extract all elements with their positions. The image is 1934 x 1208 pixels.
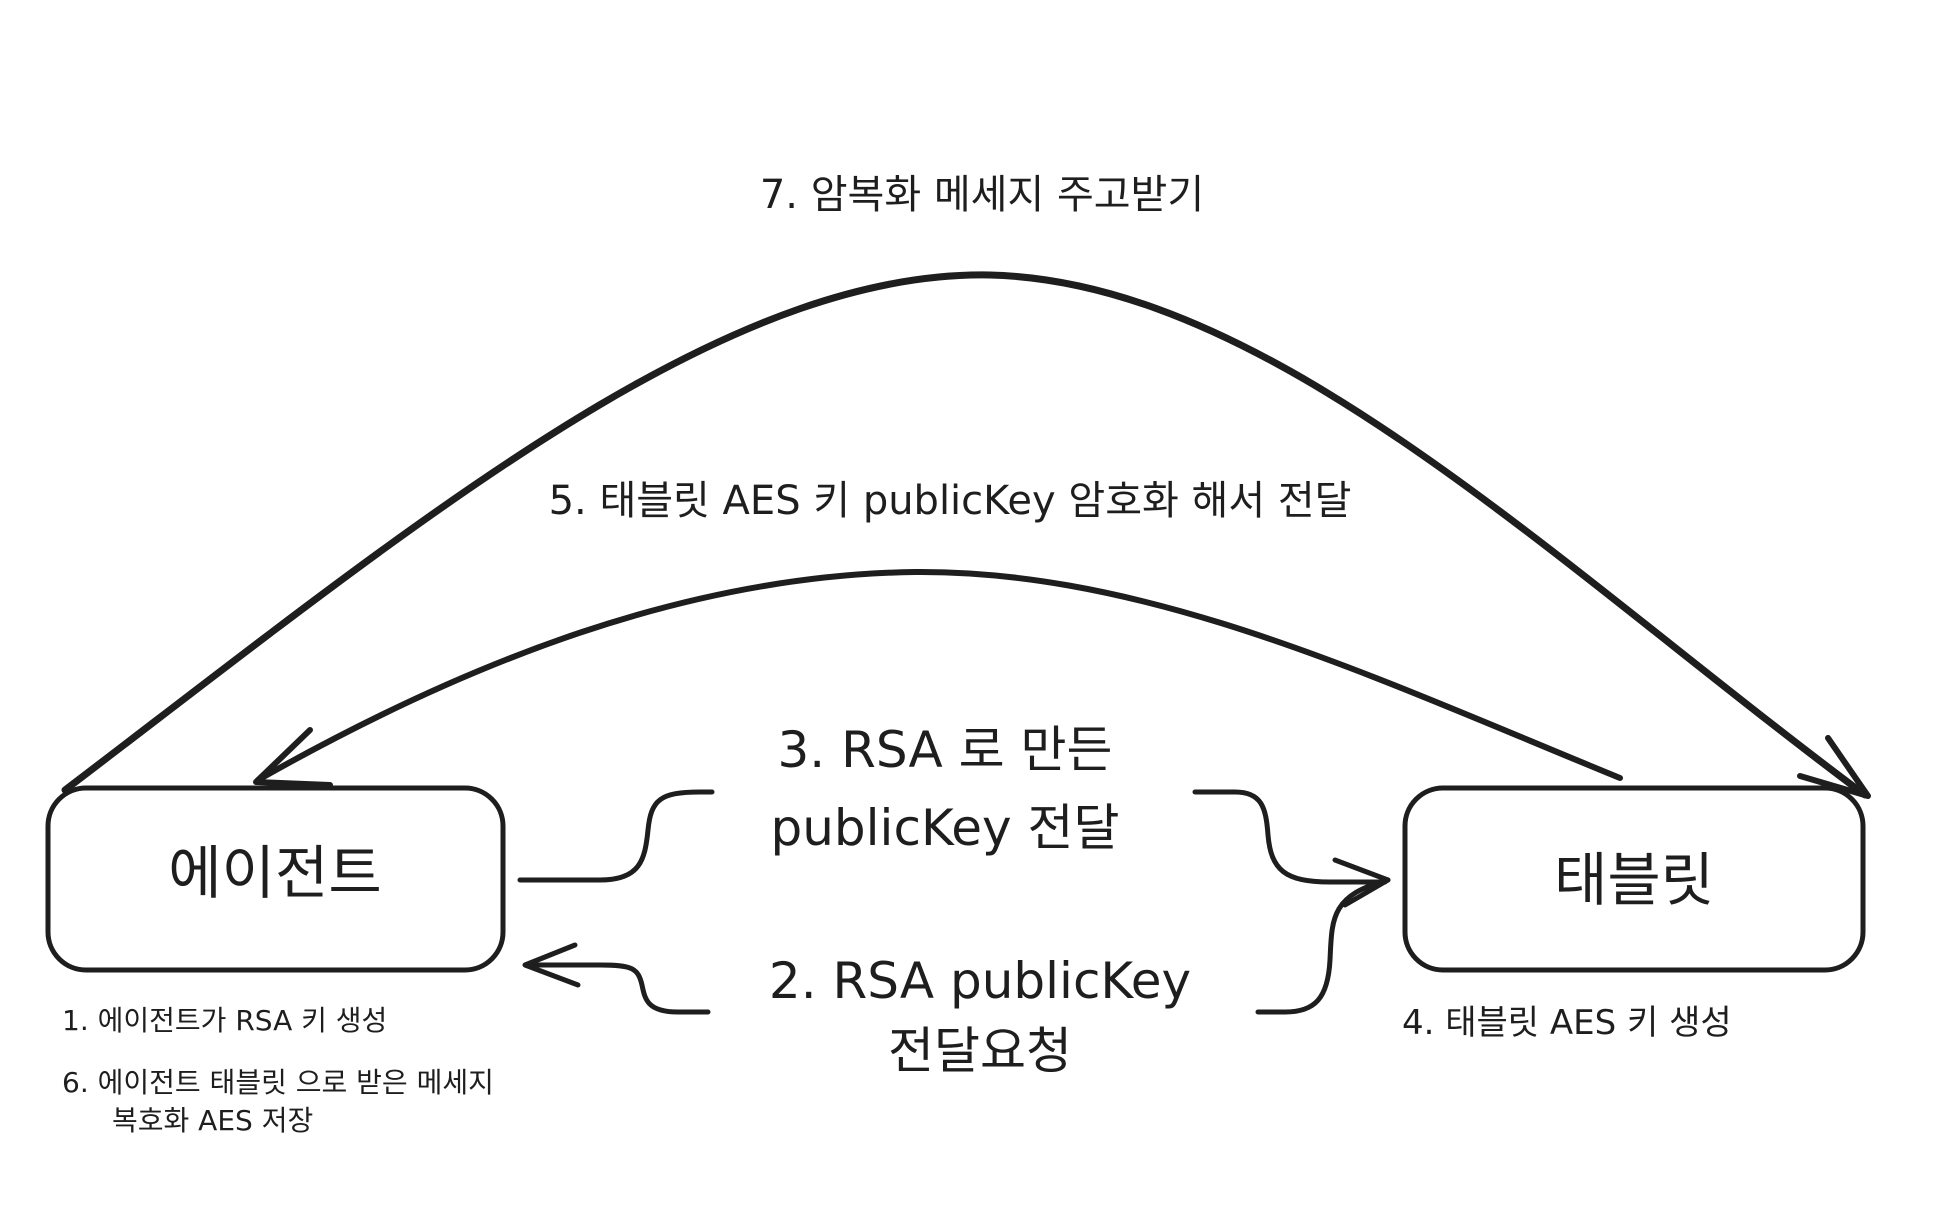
- arrowhead-step7: [1797, 735, 1871, 799]
- label-step2-line2: 전달요청: [888, 1022, 1072, 1080]
- node-tablet: [1402, 785, 1866, 973]
- arc-step7-connector: [61, 271, 1869, 799]
- connector-step3: [517, 789, 715, 883]
- node-agent: [45, 785, 506, 973]
- label-step5: 5. 태블릿 AES 키 publicKey 암호화 해서 전달: [549, 478, 1352, 524]
- label-step6-line1: 6. 에이전트 태블릿 으로 받은 메세지: [62, 1066, 494, 1099]
- arrowhead-step2: [522, 942, 581, 988]
- label-step7: 7. 암복화 메세지 주고받기: [760, 172, 1204, 218]
- connector-step3-right: [1192, 789, 1388, 885]
- node-tablet-label: 태블릿: [1554, 846, 1714, 914]
- node-agent-label: 에이전트: [168, 839, 381, 907]
- label-step6-line2: 복호화 AES 저장: [112, 1104, 313, 1137]
- label-step1: 1. 에이전트가 RSA 키 생성: [62, 1004, 387, 1037]
- label-step2-line1: 2. RSA publicKey: [769, 952, 1191, 1010]
- label-step3-line1: 3. RSA 로 만든: [778, 721, 1113, 779]
- label-step3-line2: publicKey 전달: [771, 799, 1120, 857]
- label-step4: 4. 태블릿 AES 키 생성: [1402, 1003, 1732, 1043]
- connector-step2-left: [525, 962, 711, 1015]
- arrowhead-step5: [253, 727, 333, 788]
- connector-step2-right: [1255, 877, 1391, 1015]
- arc-step5-connector: [255, 568, 1623, 783]
